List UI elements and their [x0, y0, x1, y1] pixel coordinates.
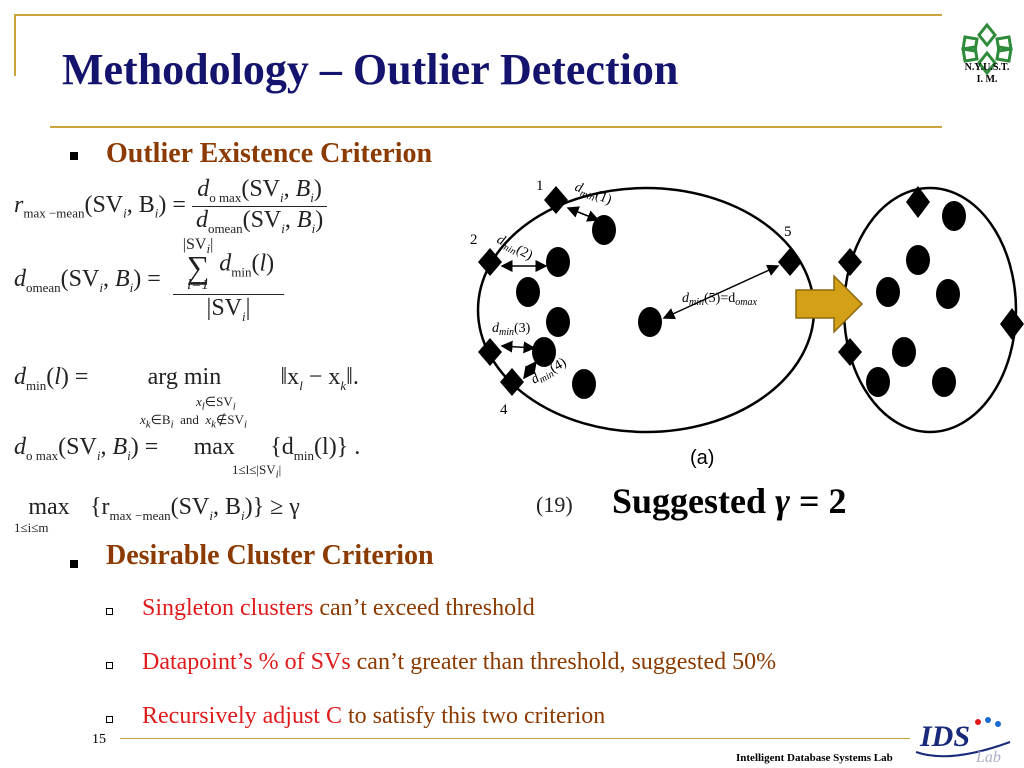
support-vector-right: [906, 186, 930, 218]
lab-name: Intelligent Database Systems Lab: [736, 752, 893, 764]
data-point-right: [942, 201, 966, 231]
outlier-diagram: 1 2 4 5 dmin(1) dmin(2) dmin(3) dmin(4) …: [470, 178, 1024, 469]
fraction-d-omean: |SVi| ∑ l=1 dmin(l) |SVi|: [172, 236, 285, 325]
criterion-item: Recursively adjust C to satisfy this two…: [142, 703, 606, 729]
sub-bullet-square-icon: [106, 716, 113, 723]
sub-bullet-square-icon: [106, 662, 113, 669]
dmin3-label: dmin(3): [492, 321, 531, 338]
data-point: [532, 337, 556, 367]
data-point-right: [906, 245, 930, 275]
footer-rule: [120, 738, 910, 739]
equation-d-omax: do max(SVi, Bi) = max {dmin(l)} .: [14, 434, 361, 463]
title-underline-rule: [50, 126, 942, 128]
svg-text:Lab: Lab: [975, 749, 1001, 766]
bullet-square-icon: [70, 152, 78, 160]
slide-title: Methodology – Outlier Detection: [62, 45, 679, 94]
support-vector-1: [544, 186, 568, 214]
top-border-rule: [14, 14, 942, 16]
cluster-boundary-right: [842, 186, 1018, 434]
equation-d-omean: domean(SVi, Bi) = |SVi| ∑ l=1 dmin(l) |S…: [14, 236, 285, 325]
equation-criterion-subscript: 1≤i≤m: [14, 520, 49, 535]
fraction-r-max-mean: do max(SVi, Bi) domean(SVi, Bi): [191, 176, 328, 237]
data-point: [516, 277, 540, 307]
data-point: [572, 369, 596, 399]
equation-r-max-mean: rmax −mean(SVi, Bi) = do max(SVi, Bi) do…: [14, 176, 328, 237]
support-vector-right: [1000, 308, 1024, 340]
support-vector-right: [838, 248, 862, 276]
support-vector-3: [478, 338, 502, 366]
equation-d-min: dmin(l) = arg min ‖xl − xk‖.: [14, 364, 359, 393]
data-point: [546, 307, 570, 337]
data-point: [592, 215, 616, 245]
dmin5-label: dmin(5)=domax: [682, 291, 757, 308]
support-vector-right: [838, 338, 862, 366]
sub-bullet-square-icon: [106, 608, 113, 615]
equation-d-omax-subscript: 1≤l≤|SVi|: [232, 462, 282, 481]
support-vector-2: [478, 248, 502, 276]
label-2: 2: [470, 232, 478, 248]
equation-d-min-subscript2: xk∈Bi and xk∉SVi: [140, 412, 247, 431]
logo-text-line1: N.Y.U.S.T.: [964, 62, 1010, 73]
equation-number: (19): [536, 492, 573, 517]
label-4: 4: [500, 402, 508, 418]
ids-lab-logo-icon: IDS Lab: [915, 717, 1011, 766]
page-number: 15: [92, 732, 106, 747]
data-point-right: [892, 337, 916, 367]
diagram-caption: (a): [690, 447, 714, 469]
svg-text:IDS: IDS: [919, 720, 970, 753]
logo-text-line2: I. M.: [976, 74, 998, 85]
support-vector-4: [500, 368, 524, 396]
section-heading-outlier-existence: Outlier Existence Criterion: [106, 138, 433, 169]
label-5: 5: [784, 224, 792, 240]
university-logo-text: N.Y.U.S.T. I. M.: [950, 62, 1024, 86]
left-border-rule: [14, 14, 16, 76]
support-vector-5: [778, 248, 802, 276]
transition-arrow-icon: [795, 274, 864, 334]
data-point-right: [932, 367, 956, 397]
suggested-gamma: Suggested γ = 2: [612, 481, 847, 521]
data-point-right: [936, 279, 960, 309]
criterion-item: Singleton clusters can’t exceed threshol…: [142, 595, 535, 621]
data-point-right: [876, 277, 900, 307]
data-point: [546, 247, 570, 277]
data-point: [638, 307, 662, 337]
section-heading-desirable-cluster: Desirable Cluster Criterion: [106, 540, 434, 571]
equation-criterion: max {rmax −mean(SVi, Bi)} ≥ γ: [28, 494, 300, 523]
bullet-square-icon: [70, 560, 78, 568]
criterion-item: Datapoint’s % of SVs can’t greater than …: [142, 649, 777, 675]
data-point-right: [866, 367, 890, 397]
label-1: 1: [536, 178, 544, 194]
university-logo-icon: [961, 22, 1013, 76]
dmin1-label: dmin(1): [572, 180, 614, 210]
equation-d-min-subscript1: xl∈SVi: [196, 394, 236, 413]
